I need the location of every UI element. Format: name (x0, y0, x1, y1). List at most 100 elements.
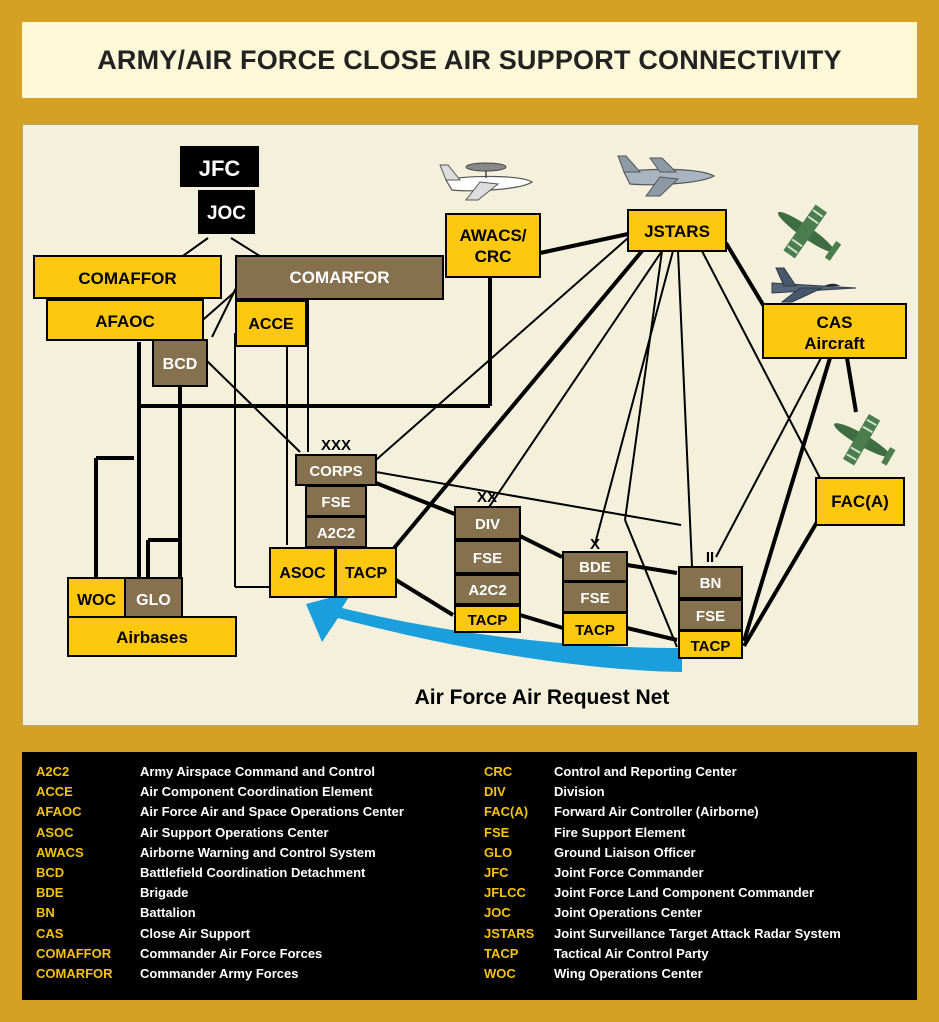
fac-aircraft-icon (834, 413, 896, 466)
jstars-label: JSTARS (644, 222, 710, 241)
bn-echelon-marker: II (706, 549, 714, 566)
legend-definition: Battlefield Coordination Detachment (140, 865, 366, 880)
bn-label: BN (700, 575, 722, 592)
div-a2c2-box[interactable] (454, 574, 521, 605)
legend-abbreviation: COMAFFOR (36, 945, 112, 961)
jfc-label: JFC (199, 156, 241, 181)
bn-fse-box[interactable] (678, 599, 743, 631)
bde-tacp-box[interactable] (562, 612, 628, 646)
faca-box[interactable] (815, 477, 905, 526)
legend-abbreviation: AFAOC (36, 804, 82, 820)
cas-aircraft-box[interactable] (762, 303, 907, 359)
legend-definition: Joint Surveillance Target Attack Radar S… (554, 925, 841, 941)
legend-abbreviation: BN (36, 905, 55, 921)
corps-label: CORPS (309, 463, 362, 480)
legend-abbreviation: A2C2 (36, 764, 70, 779)
legend-definition: Brigade (140, 885, 189, 901)
faca-label: FAC(A) (831, 492, 889, 511)
asoc-tacp-box[interactable] (335, 547, 397, 598)
jfc-box[interactable] (180, 146, 259, 187)
legend-definition: Army Airspace Command and Control (140, 764, 376, 779)
fighter-jet-icon (771, 267, 857, 303)
corps-fse-label: FSE (321, 494, 350, 511)
joc-box[interactable] (198, 190, 255, 234)
awacs-crc-box[interactable] (445, 213, 541, 278)
legend-abbreviation: WOC (484, 966, 516, 981)
corps-a2c2-box[interactable] (305, 516, 367, 548)
legend-definition: Battalion (140, 905, 196, 921)
joc-label: JOC (207, 203, 246, 224)
asoc-box[interactable] (269, 547, 336, 598)
aircraft-label: Aircraft (804, 334, 865, 353)
corps-echelon-marker: XXX (321, 437, 351, 454)
acce-box[interactable] (235, 300, 307, 347)
attack-aircraft-icon (777, 204, 842, 261)
corps-a2c2-label: A2C2 (317, 525, 355, 542)
legend-abbreviation: DIV (484, 784, 506, 800)
legend-abbreviation: AWACS (36, 844, 84, 860)
legend-abbreviation: CAS (36, 925, 64, 941)
airbases-label: Airbases (116, 628, 188, 647)
afaoc-label: AFAOC (95, 312, 155, 331)
legend-definition: Close Air Support (140, 925, 251, 941)
airbases-box[interactable] (67, 616, 237, 657)
air-request-net-arrow (306, 592, 682, 672)
page-title: ARMY/AIR FORCE CLOSE AIR SUPPORT CONNECT… (97, 45, 842, 75)
glo-box[interactable] (124, 577, 183, 621)
air-request-net-label: Air Force Air Request Net (415, 686, 670, 709)
div-tacp-label: TACP (468, 612, 508, 629)
legend-definition: Joint Force Land Component Commander (554, 885, 815, 901)
jstars-box[interactable] (627, 209, 727, 252)
comarfor-label: COMARFOR (289, 268, 389, 287)
acce-label: ACCE (248, 316, 294, 333)
bde-tacp-label: TACP (575, 622, 615, 639)
legend-definition: Tactical Air Control Party (554, 945, 709, 961)
bn-tacp-label: TACP (691, 638, 731, 655)
asoc-tacp-label: TACP (345, 565, 388, 582)
legend-abbreviation: ASOC (36, 824, 74, 840)
legend-definition: Fire Support Element (554, 824, 686, 840)
bn-fse-label: FSE (696, 608, 725, 625)
bcd-box[interactable] (152, 339, 208, 387)
comaffor-box[interactable] (33, 255, 222, 299)
legend-abbreviation: GLO (484, 844, 513, 860)
asoc-label: ASOC (279, 565, 326, 582)
div-echelon-marker: XX (477, 489, 497, 506)
awacs-aircraft-icon (439, 162, 534, 201)
crc-label: CRC (475, 247, 512, 266)
legend-abbreviation: JOC (484, 905, 511, 921)
div-fse-box[interactable] (454, 540, 521, 574)
legend-definition: Joint Operations Center (554, 905, 703, 921)
legend-definition: Control and Reporting Center (554, 764, 737, 779)
legend-definition: Joint Force Commander (554, 865, 704, 880)
legend-abbreviation: CRC (484, 764, 513, 779)
legend-definition: Air Support Operations Center (140, 824, 329, 840)
legend-definition: Air Component Coordination Element (140, 784, 373, 800)
legend-abbreviation: JFC (484, 865, 509, 880)
div-box[interactable] (454, 506, 521, 540)
bn-box[interactable] (678, 566, 743, 599)
div-label: DIV (475, 516, 500, 533)
legend-abbreviation: COMARFOR (36, 966, 113, 981)
legend-definition: Division (554, 784, 605, 800)
legend-abbreviation: ACCE (36, 784, 73, 800)
legend-definition: Ground Liaison Officer (554, 844, 696, 860)
glo-label: GLO (136, 592, 171, 609)
div-tacp-box[interactable] (454, 605, 521, 633)
cas-label: CAS (817, 313, 853, 332)
afaoc-box[interactable] (46, 299, 204, 341)
div-a2c2-label: A2C2 (468, 582, 506, 599)
legend-definition: Wing Operations Center (554, 966, 703, 981)
legend-abbreviation: FAC(A) (484, 804, 529, 820)
bn-tacp-box[interactable] (678, 630, 743, 659)
bde-box[interactable] (562, 551, 628, 582)
comarfor-box[interactable] (235, 255, 444, 300)
bde-echelon-marker: X (590, 536, 600, 553)
legend-abbreviation: BDE (36, 885, 64, 901)
legend-definition: Forward Air Controller (Airborne) (554, 804, 759, 820)
legend-definition: Commander Air Force Forces (140, 945, 323, 961)
awacs-label: AWACS/ (459, 226, 526, 245)
